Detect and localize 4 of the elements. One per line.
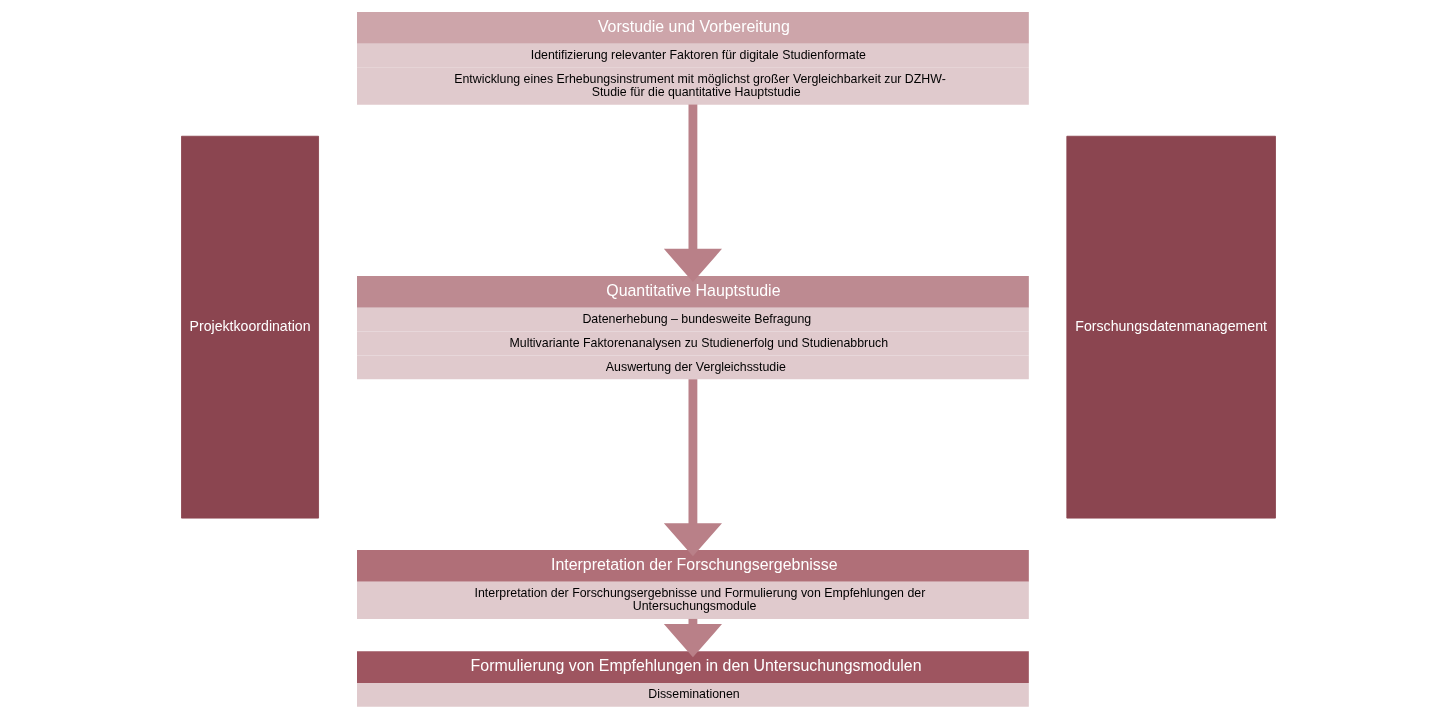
arrow xyxy=(663,379,722,557)
node-box: Forschungsdatenmanagement xyxy=(1065,135,1276,519)
arrow xyxy=(663,104,722,283)
node-box: Projektkoordination xyxy=(180,135,319,519)
